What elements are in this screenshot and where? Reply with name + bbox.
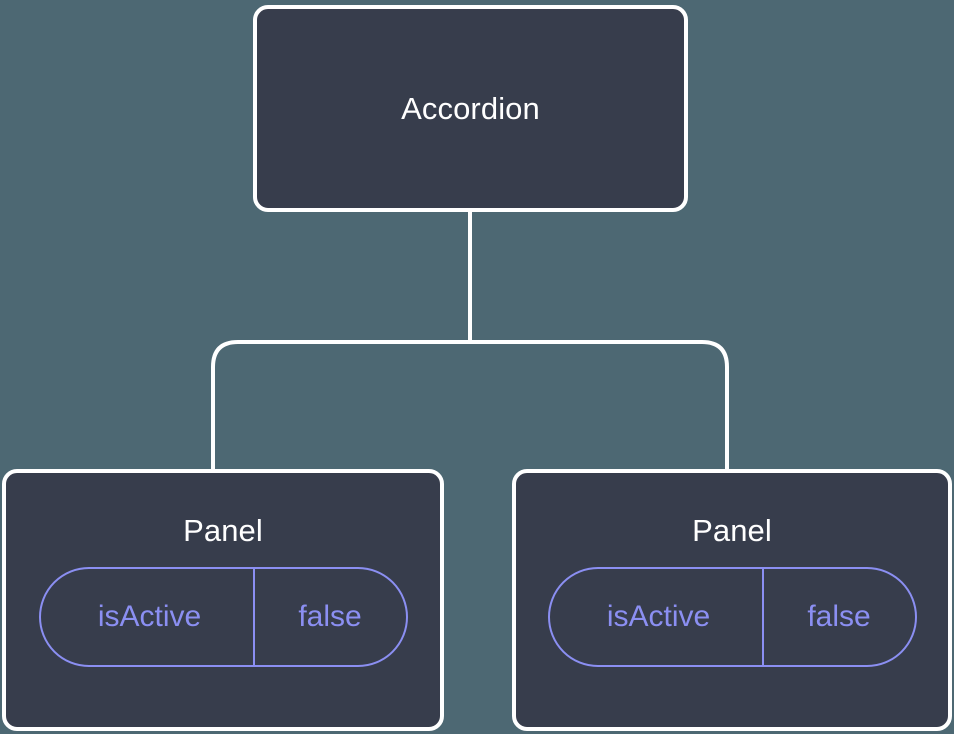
node-title: Panel [692, 513, 772, 548]
node-panel-left[interactable]: Panel isActive false [2, 469, 444, 731]
node-title: Accordion [401, 91, 540, 126]
edge-to-left-panel [211, 340, 470, 472]
prop-key: isActive [606, 600, 711, 633]
node-title: Panel [183, 513, 263, 548]
edge-to-right-panel [470, 340, 729, 472]
prop-value: false [761, 569, 915, 665]
prop-value: false [252, 569, 406, 665]
node-panel-right[interactable]: Panel isActive false [512, 469, 952, 731]
prop-badge-isactive[interactable]: isActive false [547, 567, 917, 667]
prop-badge-isactive[interactable]: isActive false [38, 567, 408, 667]
prop-key: isActive [97, 600, 202, 633]
node-accordion[interactable]: Accordion [253, 5, 688, 212]
